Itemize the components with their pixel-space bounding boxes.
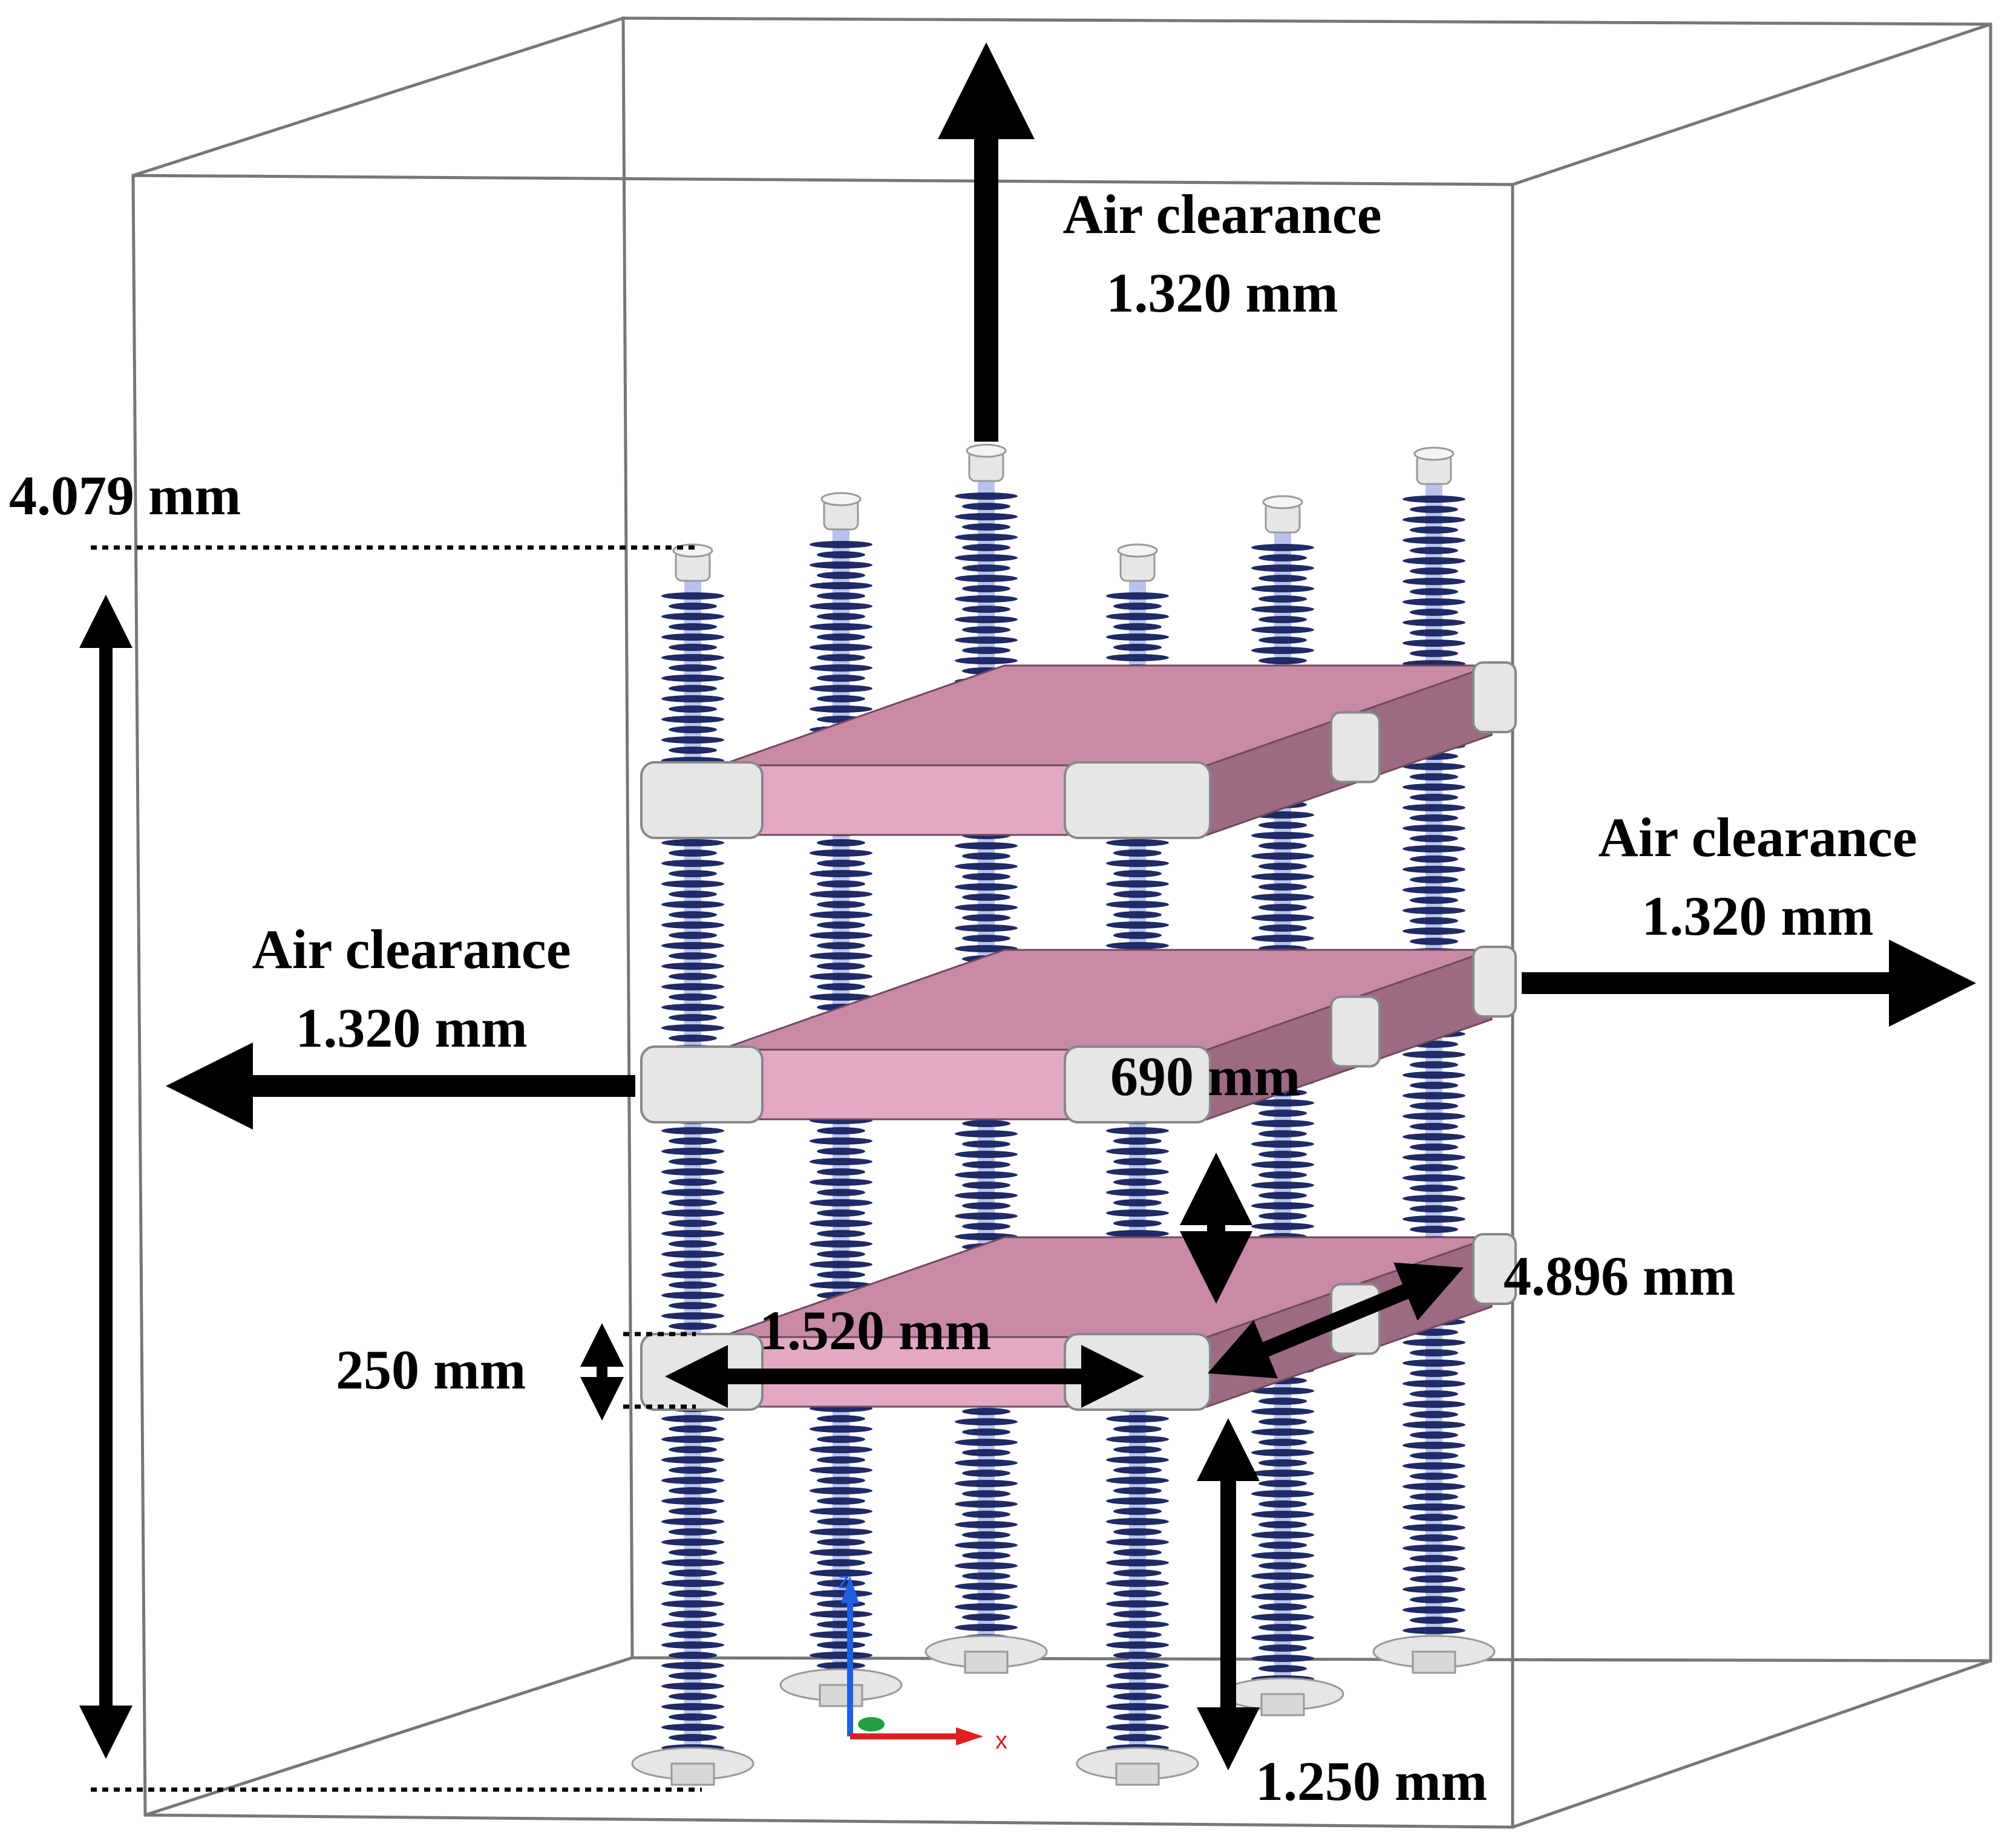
air-left-label-line1: Air clearance (252, 918, 571, 980)
air-top-label-line2: 1.320 mm (1106, 262, 1338, 324)
box-edge-bottom-left (145, 1656, 633, 1817)
air-left-label-line2: 1.320 mm (295, 997, 527, 1059)
insulator-column (631, 543, 754, 1786)
platform-depth-label: 4.896 mm (1504, 1245, 1735, 1307)
total-height-label: 4.079 mm (9, 465, 241, 526)
box-edge-top-left (133, 16, 624, 177)
platform-width-label: 1.520 mm (759, 1300, 991, 1361)
axis-z-label: z (838, 1568, 849, 1594)
base-height-label: 1.250 mm (1255, 1750, 1487, 1812)
dimension-labels: Air clearance 1.320 mm Air clearance 1.3… (9, 183, 1917, 1812)
insulator-column (1372, 446, 1496, 1674)
air-top-label-line1: Air clearance (1062, 183, 1381, 245)
dimension-arrows (79, 42, 1976, 1770)
dotted-reference-lines (91, 545, 702, 1792)
platform-thickness-label: 250 mm (336, 1339, 526, 1401)
platform-gap-label: 690 mm (1110, 1045, 1300, 1107)
air-right-label-line2: 1.320 mm (1641, 885, 1873, 947)
box-edge-bottom-right (1512, 1659, 1991, 1829)
platform (640, 946, 1517, 1124)
box-edge-top-right (1512, 22, 1991, 186)
axis-x-label: x (995, 1727, 1007, 1754)
coordinate-axes-icon: x z (838, 1568, 1007, 1754)
platform-depth-arrow (1207, 1262, 1464, 1379)
platform (640, 661, 1517, 839)
air-clearance-box (131, 16, 1992, 1829)
air-right-label-line1: Air clearance (1598, 806, 1917, 868)
